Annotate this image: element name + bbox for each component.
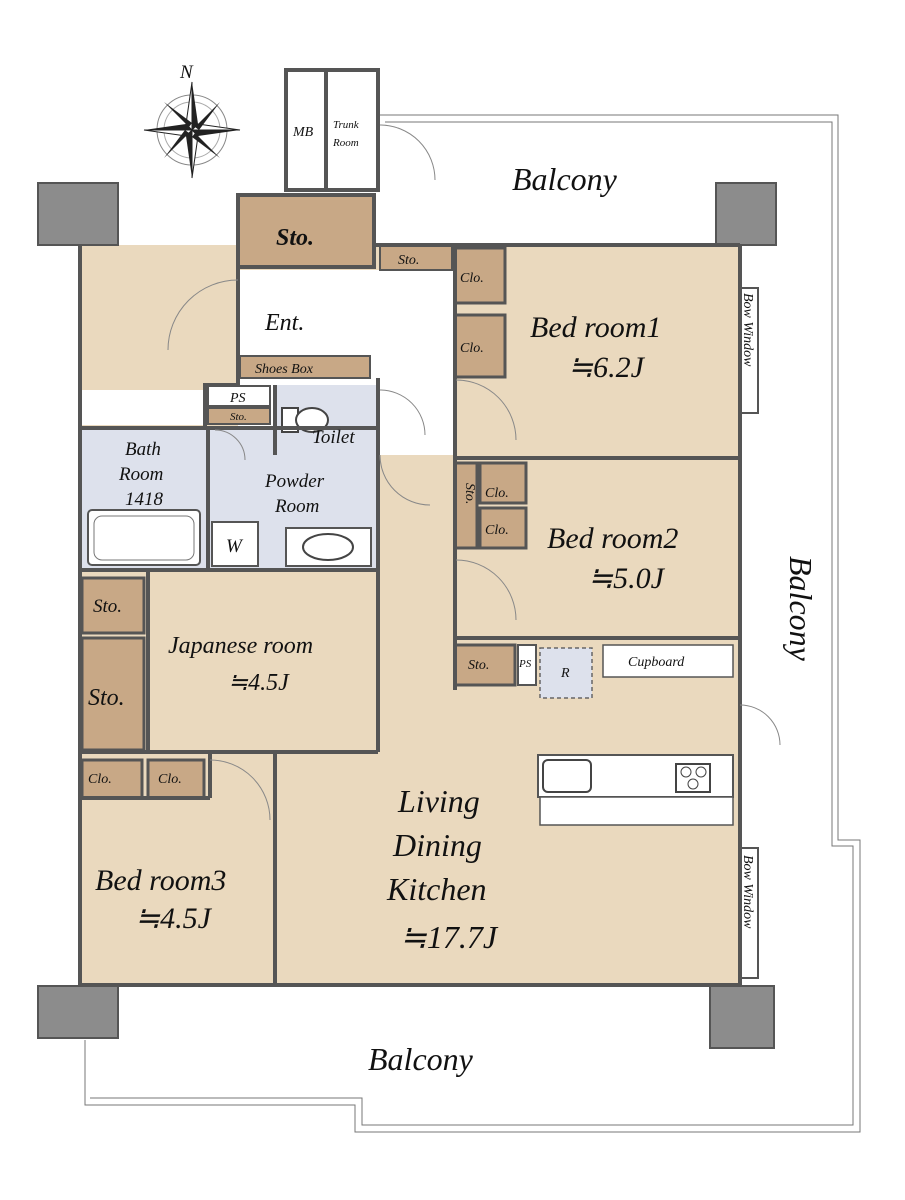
trunk-room-label-2: Room	[332, 137, 359, 149]
storage-top-label: Sto.	[276, 225, 314, 251]
balcony-outline	[84, 114, 861, 1133]
storage-left-top-label: Sto.	[93, 596, 122, 617]
bath-label-3: 1418	[125, 489, 164, 510]
shoes-box-label: Shoes Box	[255, 362, 314, 377]
storage-vertical-label: Sto.	[462, 483, 477, 504]
storage-entry-label: Sto.	[398, 253, 419, 268]
kitchen-counter	[537, 754, 734, 826]
closet-b3-right-label: Clo.	[158, 772, 182, 787]
bed-room-3-name: Bed room3	[95, 864, 226, 897]
washer-label: W	[226, 536, 244, 557]
refrigerator	[539, 647, 593, 699]
ldk-label-1: Living	[397, 783, 480, 819]
compass-rose-icon	[143, 81, 241, 179]
bed-room-1-size: ≒6.2J	[568, 351, 646, 384]
ps-top-label: PS	[229, 391, 246, 406]
columns	[37, 182, 777, 1049]
balcony-right-label: Balcony	[783, 556, 819, 662]
closet-b3-left-label: Clo.	[88, 772, 112, 787]
powder-room-label-2: Room	[274, 496, 319, 517]
bow-window-bottom-label: Bow Window	[740, 855, 755, 929]
storage-kitchen-label: Sto.	[468, 658, 489, 673]
ldk-size: ≒17.7J	[400, 919, 499, 955]
entrance-label: Ent.	[264, 310, 304, 336]
storage-small-label: Sto.	[230, 411, 247, 423]
ps-kitchen-label: PS	[518, 658, 532, 670]
bed-room-2-size: ≒5.0J	[588, 562, 666, 595]
storage-top	[236, 193, 376, 269]
japanese-room-size: ≒4.5J	[228, 670, 290, 696]
ldk-label-3: Kitchen	[386, 871, 487, 907]
bed-room-2-name: Bed room2	[547, 522, 678, 555]
closet-b1-top-label: Clo.	[460, 271, 484, 286]
closet-b2-bottom-label: Clo.	[485, 523, 509, 538]
bed-room-1-name: Bed room1	[530, 311, 661, 344]
balcony-bottom-label: Balcony	[368, 1041, 474, 1077]
cupboard-label: Cupboard	[628, 655, 685, 670]
bow-window-top-label: Bow Window	[740, 293, 755, 367]
storage-left-mid-label: Sto.	[88, 685, 125, 711]
bath-label-2: Room	[118, 464, 163, 485]
japanese-room-name: Japanese room	[168, 633, 313, 659]
trunk-room-label-1: Trunk	[333, 119, 360, 131]
powder-room-label-1: Powder	[264, 471, 325, 492]
closet-b1-bottom-label: Clo.	[460, 341, 484, 356]
refrigerator-label: R	[560, 666, 570, 681]
compass-north-label: N	[179, 62, 194, 83]
cupboard	[602, 644, 734, 678]
sink-icon	[542, 759, 592, 793]
washer-icon	[211, 521, 259, 567]
bathtub-icon	[87, 509, 201, 566]
closet-b2-top-label: Clo.	[485, 486, 509, 501]
mb-label: MB	[292, 125, 314, 140]
door-swings	[167, 124, 781, 821]
ldk-label-2: Dining	[392, 827, 482, 863]
toilet-label: Toilet	[312, 427, 355, 448]
walls	[78, 195, 742, 987]
balcony-top-label: Balcony	[512, 161, 618, 197]
bed-room-3-size: ≒4.5J	[135, 902, 213, 935]
bath-label-1: Bath	[125, 439, 161, 460]
